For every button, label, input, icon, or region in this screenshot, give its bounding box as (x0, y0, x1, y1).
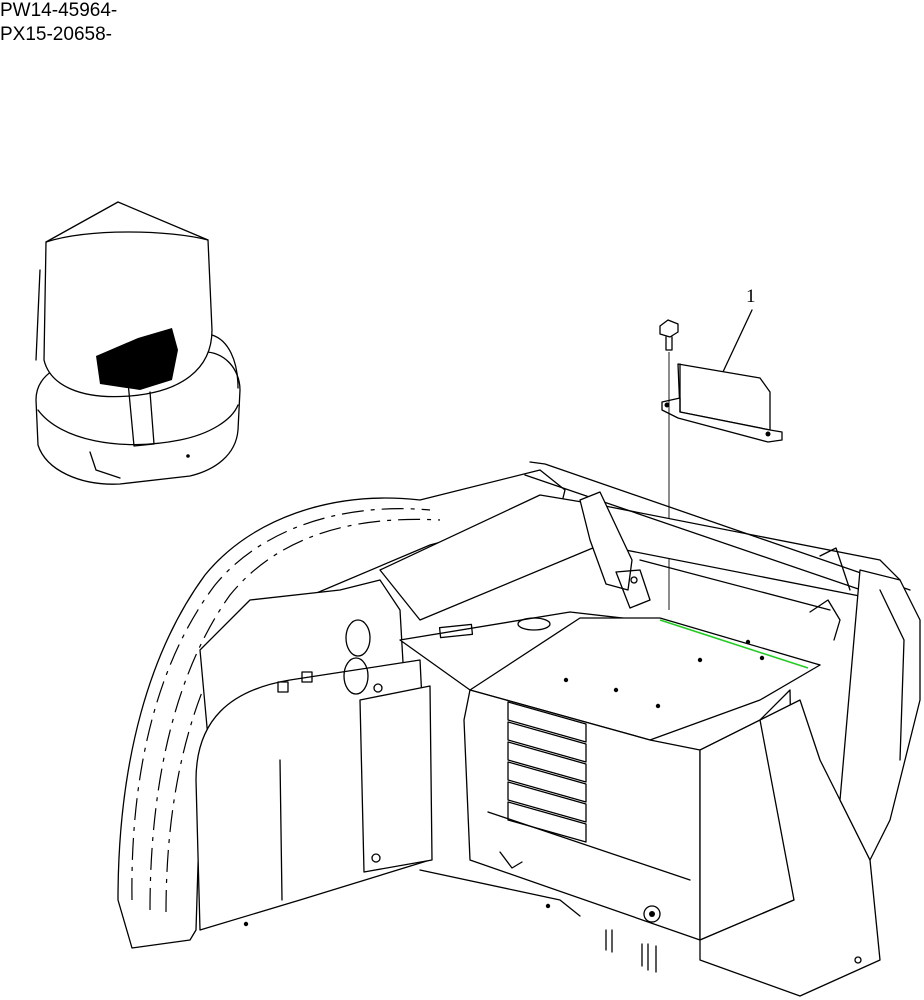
cab-locator-thumbnail (35, 201, 241, 485)
serial-range-label: PW14-45964- PX15-20658- (0, 0, 117, 47)
callout-1: 1 (721, 286, 756, 375)
bracket-part (661, 363, 783, 443)
callout-number-1: 1 (746, 286, 756, 307)
mounting-line-highlight (659, 619, 809, 669)
highlighted-area-marker (96, 328, 178, 390)
seat-base-assembly (117, 461, 921, 997)
serial-number-1: PW14-45964- (0, 0, 118, 21)
louver-grille (507, 701, 587, 843)
serial-number-2: PX15-20658- (0, 24, 112, 45)
